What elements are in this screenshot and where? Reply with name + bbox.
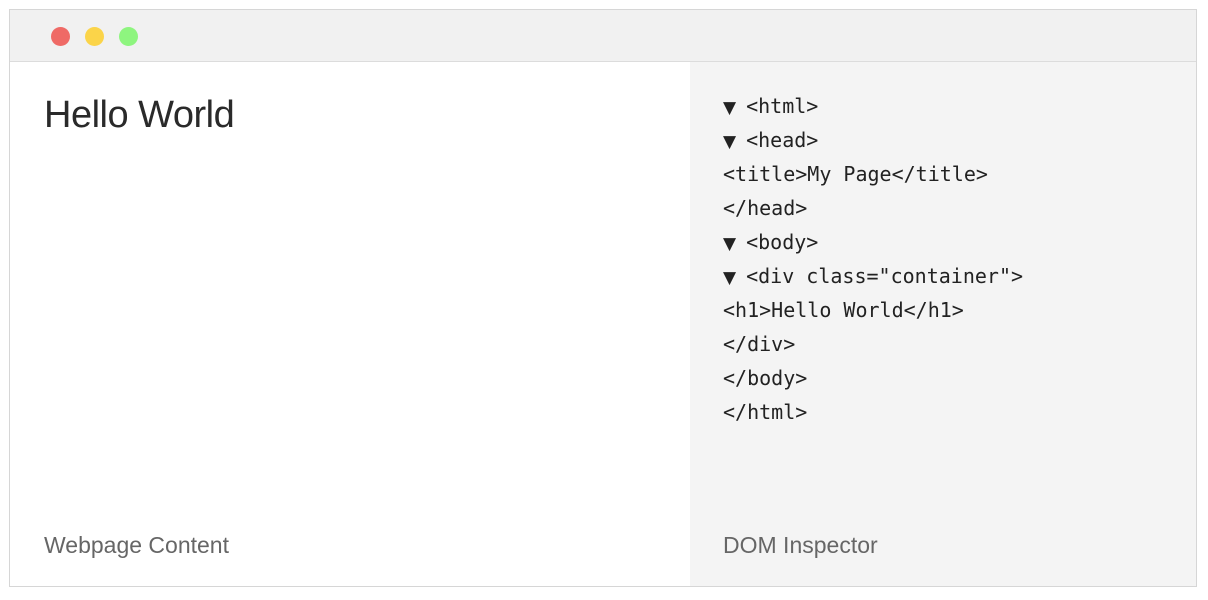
dom-node-html-close[interactable]: </html> <box>723 395 1023 429</box>
dom-node-label: <h1>Hello World</h1> <box>723 298 964 322</box>
dom-node-label: <html> <box>746 94 819 118</box>
window-titlebar <box>10 10 1196 62</box>
minimize-window-button[interactable] <box>85 27 104 46</box>
dom-node-label: </head> <box>723 196 808 220</box>
dom-node-body[interactable]: <body> <box>723 225 1023 259</box>
dom-node-div-close[interactable]: </div> <box>723 327 1023 361</box>
collapse-triangle-icon[interactable] <box>723 261 736 295</box>
dom-node-div[interactable]: <div class="container"> <box>723 259 1023 293</box>
webpage-content-pane: Hello World Webpage Content <box>10 62 690 586</box>
dom-node-label: </div> <box>723 332 796 356</box>
collapse-triangle-icon[interactable] <box>723 125 736 159</box>
page-heading: Hello World <box>44 94 235 136</box>
dom-node-label: <title>My Page</title> <box>723 162 988 186</box>
dom-tree: <html> <head> <title>My Page</title> </h… <box>723 89 1023 429</box>
collapse-triangle-icon[interactable] <box>723 227 736 261</box>
webpage-pane-caption: Webpage Content <box>44 532 229 558</box>
dom-node-label: <head> <box>746 128 819 152</box>
collapse-triangle-icon[interactable] <box>723 91 736 125</box>
dom-node-h1[interactable]: <h1>Hello World</h1> <box>723 293 1023 327</box>
dom-node-html[interactable]: <html> <box>723 89 1023 123</box>
dom-node-body-close[interactable]: </body> <box>723 361 1023 395</box>
dom-node-head[interactable]: <head> <box>723 123 1023 157</box>
browser-window: Hello World Webpage Content <html> <head… <box>9 9 1197 587</box>
dom-node-label: <body> <box>746 230 819 254</box>
dom-node-label: <div class="container"> <box>746 264 1024 288</box>
inspector-pane-caption: DOM Inspector <box>723 532 878 558</box>
dom-node-head-close[interactable]: </head> <box>723 191 1023 225</box>
dom-inspector-pane: <html> <head> <title>My Page</title> </h… <box>690 62 1196 586</box>
dom-node-label: </html> <box>723 400 808 424</box>
maximize-window-button[interactable] <box>119 27 138 46</box>
close-window-button[interactable] <box>51 27 70 46</box>
dom-node-title[interactable]: <title>My Page</title> <box>723 157 1023 191</box>
dom-node-label: </body> <box>723 366 808 390</box>
